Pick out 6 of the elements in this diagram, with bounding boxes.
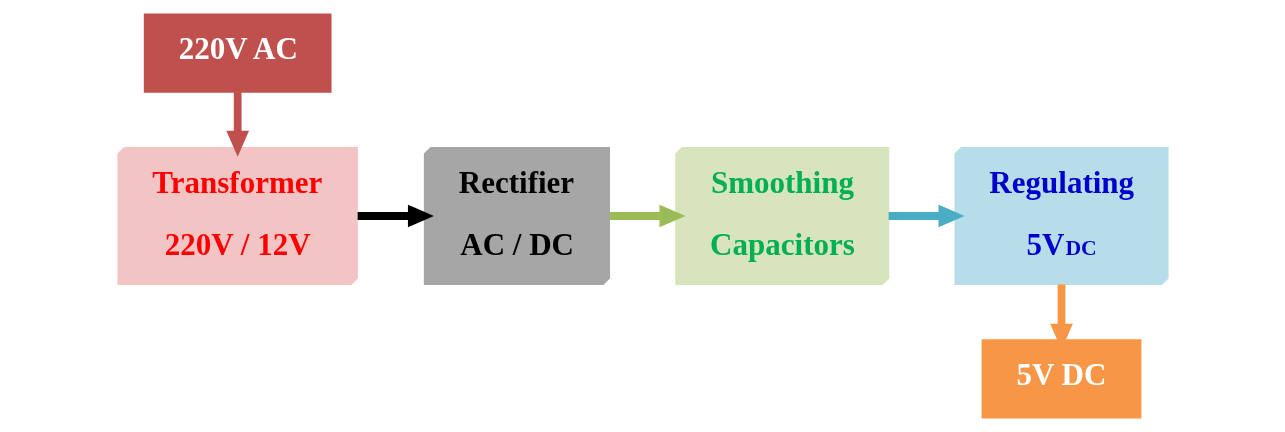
arrow <box>609 204 685 228</box>
node-box: 220V AC <box>143 13 332 93</box>
arrow <box>888 204 964 228</box>
node-box: 5V DC <box>981 339 1141 419</box>
arrow <box>357 204 434 228</box>
arrow <box>225 92 249 157</box>
